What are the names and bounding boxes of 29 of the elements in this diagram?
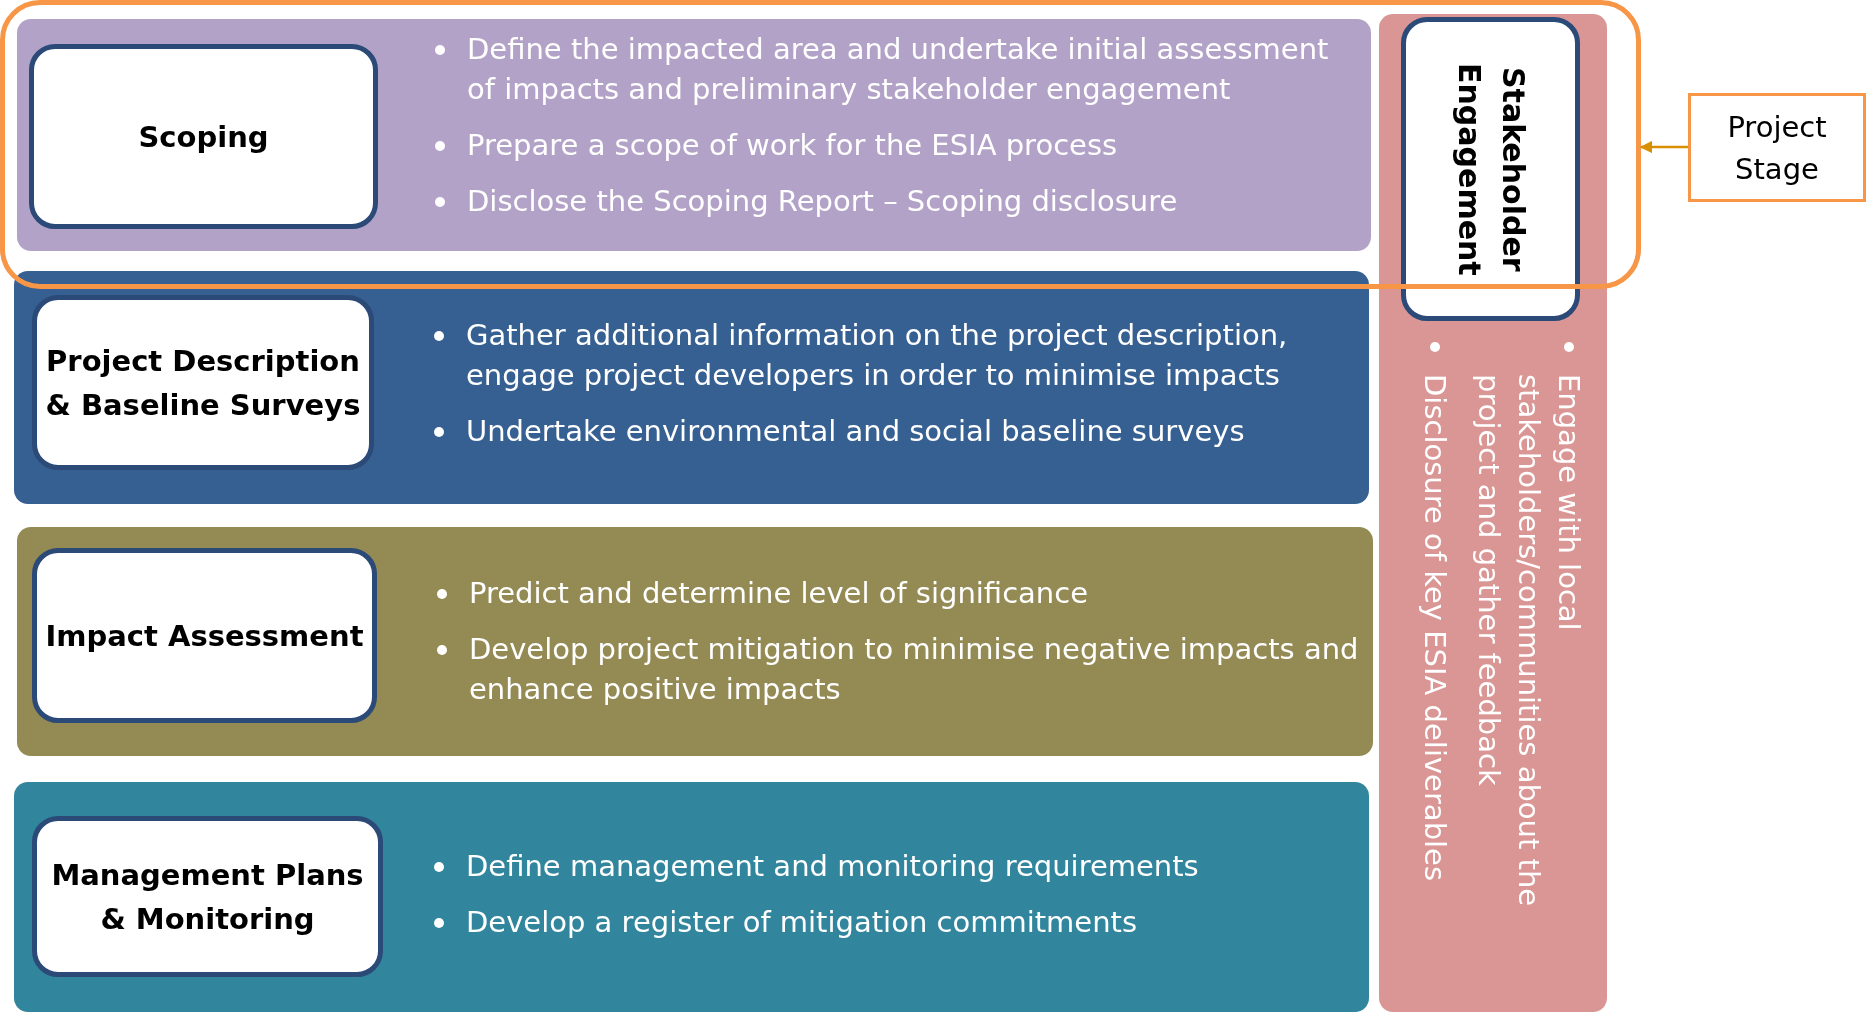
bullet-text: Undertake environmental and social baseline surveys [426,411,1356,451]
bullet-text: Disclose the Scoping Report – Scoping disclosure [427,181,1357,221]
bullet-text: Develop project mitigation to minimise negative impacts and enhance positive impacts [429,629,1359,709]
stage-title: Scoping [138,118,269,156]
arrow [1639,140,1688,154]
stage-band [17,527,1373,756]
stage-title: Project Description & Baseline Surveys [44,342,362,424]
stage-band [1379,14,1607,1012]
bullet-text: Define the impacted area and undertake initial assessment of impacts and preliminary stakeholder engagement [427,29,1357,109]
stage-band [14,271,1369,504]
stage-label-box [32,816,383,977]
stage-band [14,782,1369,1012]
bullet-text: Prepare a scope of work for the ESIA process [427,125,1357,165]
bullet-text: Develop a register of mitigation commitments [426,902,1356,942]
bullet-text: Engage with local stakeholders/communities about the project and gather feedback [1469,334,1589,974]
stage-title: Impact Assessment [45,617,364,655]
stage-label-box [32,295,374,470]
bullet-text: Gather additional information on the project description, engage project developers in order to minimise impacts [426,315,1356,395]
bullet-text: Disclosure of key ESIA deliverables [1415,334,1455,974]
stage-label-box [29,44,378,229]
stage-band [17,19,1371,251]
callout-box [1688,93,1866,202]
bullet-text: Define management and monitoring requirements [426,846,1356,886]
stage-label-box [1401,17,1580,321]
stage-title: Management Plans & Monitoring [50,856,365,938]
stage-title: Stakeholder Engagement [1450,61,1532,278]
callout-text: Project Stage [1726,108,1828,188]
stage-label-box [32,548,377,723]
bullet-text: Predict and determine level of significance [429,573,1359,613]
